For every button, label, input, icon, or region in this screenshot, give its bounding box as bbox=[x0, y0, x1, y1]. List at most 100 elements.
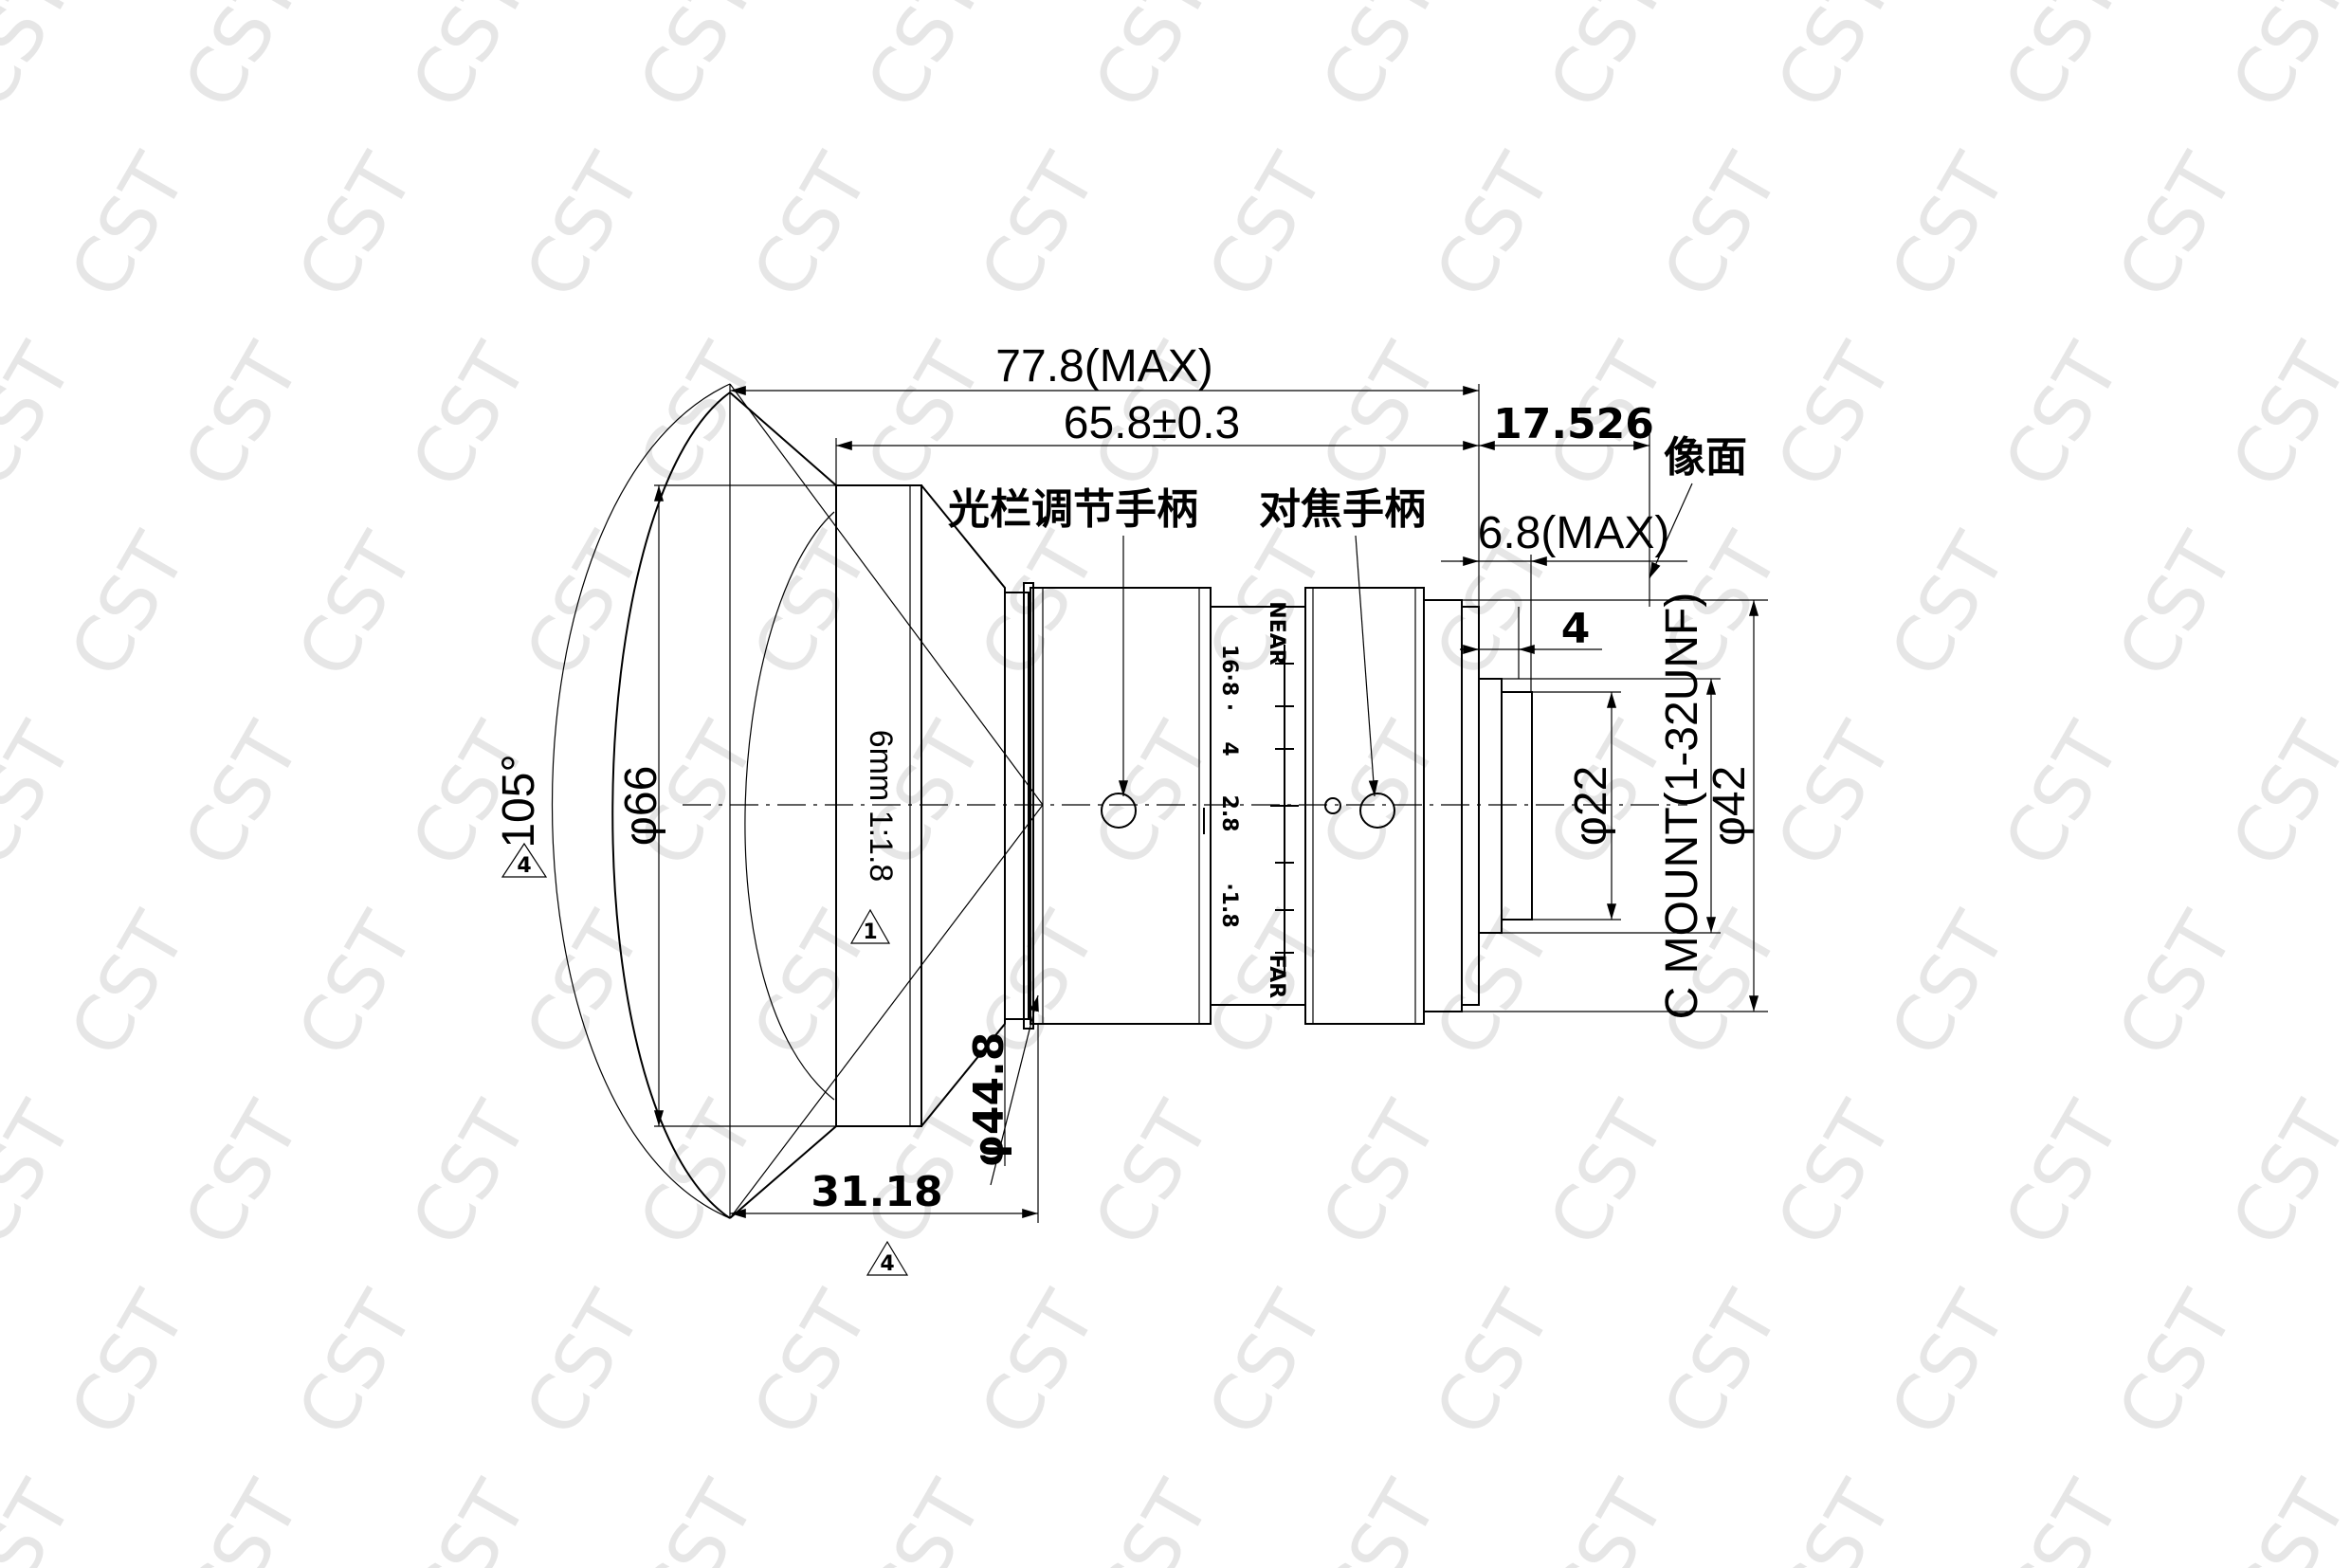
watermark-text: CST bbox=[2328, 519, 2351, 691]
watermark-text: CST bbox=[167, 329, 318, 501]
watermark-text: CST bbox=[1191, 1277, 1341, 1449]
dim-c-mount: C MOUNT(1-32UNF) bbox=[1657, 593, 1707, 1020]
dim-front-inner-diameter: φ44.8 bbox=[965, 1032, 1013, 1168]
rear-tube bbox=[1501, 691, 1533, 921]
watermark-text: CST bbox=[1418, 1277, 1569, 1449]
watermark-text: CST bbox=[0, 1087, 90, 1260]
image-plane-label: 像面 bbox=[1664, 433, 1747, 482]
note-triangle-4-bottom bbox=[866, 1240, 909, 1276]
watermark-text: CST bbox=[1077, 0, 1228, 122]
watermark-text: CST bbox=[0, 0, 90, 122]
watermark-text: CST bbox=[281, 519, 431, 691]
watermark-text: CST bbox=[736, 139, 886, 312]
watermark-text: CST bbox=[0, 708, 90, 881]
watermark-text: CST bbox=[2101, 1277, 2251, 1449]
watermark-text: CST bbox=[1532, 1087, 1683, 1260]
dim-thread-length: 4 bbox=[1561, 605, 1591, 653]
watermark-text: CST bbox=[1759, 1467, 1910, 1568]
label-far: FAR bbox=[1265, 955, 1288, 999]
iris-scale-1-8: ·1.8 bbox=[1217, 883, 1241, 927]
watermark-text: CST bbox=[508, 519, 659, 691]
watermark-text: CST bbox=[1987, 329, 2138, 501]
watermark-text: CST bbox=[963, 1277, 1114, 1449]
note-triangle-1 bbox=[849, 908, 891, 944]
watermark-text: CST bbox=[508, 1277, 659, 1449]
front-barrel bbox=[835, 484, 922, 1127]
watermark-text: CST bbox=[281, 1277, 431, 1449]
watermark-text: CST bbox=[1873, 139, 2024, 312]
label-iris-handle: 光栏调节手柄 bbox=[948, 485, 1198, 534]
watermark-text: CST bbox=[1987, 0, 2138, 122]
watermark-text: CST bbox=[2214, 708, 2351, 881]
watermark-text: CST bbox=[1873, 1277, 2024, 1449]
watermark-text: CST bbox=[1646, 1277, 1796, 1449]
svg-text:4: 4 bbox=[517, 854, 531, 878]
watermark-text: CST bbox=[0, 329, 90, 501]
watermark-text: CST bbox=[1759, 329, 1910, 501]
watermark-text: CST bbox=[1532, 1467, 1683, 1568]
iris-scale-4: 4 bbox=[1217, 741, 1241, 756]
watermark-text: CST bbox=[2101, 898, 2251, 1070]
watermark-text: CST bbox=[508, 898, 659, 1070]
dim-rear-inner-diameter: φ22 bbox=[1566, 766, 1616, 847]
watermark-text: CST bbox=[167, 708, 318, 881]
watermark-text: CST bbox=[2328, 139, 2351, 312]
watermark-text: CST bbox=[849, 0, 1000, 122]
watermark-text: CST bbox=[1759, 1087, 1910, 1260]
watermark-text: CST bbox=[1873, 898, 2024, 1070]
watermark-text: CST bbox=[2328, 898, 2351, 1070]
label-focus-handle: 对焦手柄 bbox=[1259, 485, 1426, 534]
watermark-text: CST bbox=[2101, 139, 2251, 312]
iris-scale-16-8: 16·8 · bbox=[1217, 645, 1241, 711]
watermark-text: CST bbox=[849, 1467, 1000, 1568]
watermark-text: CST bbox=[394, 1087, 545, 1260]
watermark-text: CST bbox=[0, 1467, 90, 1568]
dim-field-angle: 105° bbox=[494, 754, 544, 848]
svg-text:4: 4 bbox=[880, 1252, 894, 1276]
watermark-text: CST bbox=[2214, 1087, 2351, 1260]
watermark-text: CST bbox=[2101, 519, 2251, 691]
watermark-text: CST bbox=[622, 1467, 773, 1568]
watermark-text: CST bbox=[622, 329, 773, 501]
note-triangle-4-left bbox=[501, 842, 548, 878]
watermark-text: CST bbox=[1987, 1087, 2138, 1260]
watermark-text: CST bbox=[1304, 1087, 1455, 1260]
watermark-text: CST bbox=[2214, 0, 2351, 122]
dim-rear-protrusion: 6.8(MAX) bbox=[1478, 508, 1670, 558]
watermark-text: CST bbox=[1304, 0, 1455, 122]
watermark-text: CST bbox=[1191, 139, 1341, 312]
watermark-text: CST bbox=[622, 1087, 773, 1260]
watermark-text: CST bbox=[53, 898, 204, 1070]
watermark-text: CST bbox=[167, 1467, 318, 1568]
dim-body-length: 65.8±0.3 bbox=[1064, 398, 1241, 448]
watermark-text: CST bbox=[2328, 1277, 2351, 1449]
iris-scale-2-8: 2.8 bbox=[1217, 795, 1241, 832]
watermark-text: CST bbox=[1418, 139, 1569, 312]
watermark-text: CST bbox=[963, 139, 1114, 312]
field-angle-arc bbox=[552, 383, 731, 1219]
watermark-text: CST bbox=[1077, 1467, 1228, 1568]
watermark-text: CST bbox=[963, 519, 1114, 691]
watermark-text: CST bbox=[167, 1087, 318, 1260]
front-glass-dome bbox=[611, 392, 731, 1219]
watermark-text: CST bbox=[53, 519, 204, 691]
watermark-text: CST bbox=[1304, 329, 1455, 501]
watermark-text: CST bbox=[167, 0, 318, 122]
dome-inner-arc bbox=[744, 511, 835, 1101]
watermark-text: CST bbox=[736, 519, 886, 691]
watermark-text: CST bbox=[2214, 329, 2351, 501]
c-mount-thread bbox=[1478, 678, 1503, 934]
watermark-text: CST bbox=[281, 898, 431, 1070]
dim-overall-length: 77.8(MAX) bbox=[995, 341, 1212, 392]
dim-rear-diameter: φ42 bbox=[1704, 766, 1755, 847]
watermark-text: CST bbox=[1759, 708, 1910, 881]
dim-front-diameter: φ66 bbox=[616, 766, 666, 847]
watermark-text: CST bbox=[1304, 1467, 1455, 1568]
dim-flange-back: 17.526 bbox=[1493, 400, 1654, 448]
watermark-text: CST bbox=[1418, 898, 1569, 1070]
watermark-text: CST bbox=[736, 1277, 886, 1449]
watermark-text: CST bbox=[1077, 1087, 1228, 1260]
watermark-text: CST bbox=[1873, 519, 2024, 691]
